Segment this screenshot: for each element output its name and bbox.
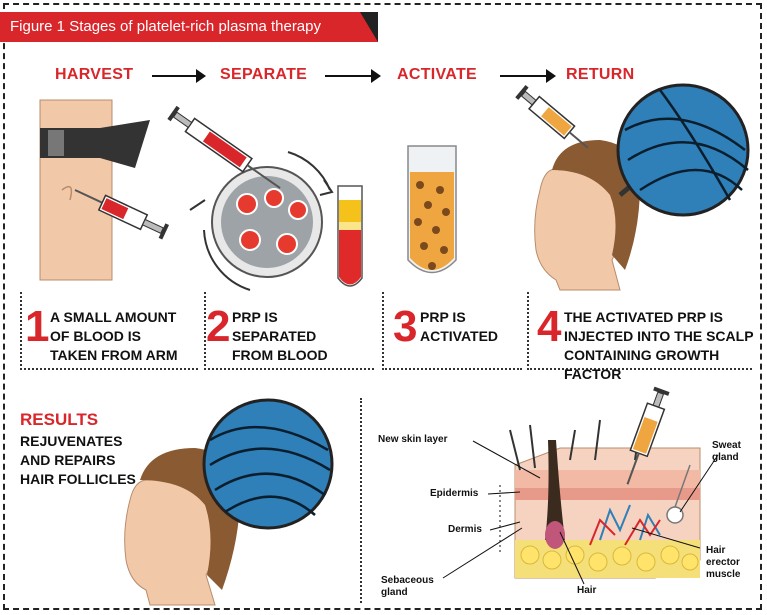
step-3-box <box>382 292 522 370</box>
test-tube-icon <box>407 145 457 274</box>
step-1-number: 1 <box>25 302 50 351</box>
step-4-box <box>527 292 752 370</box>
label-epidermis: Epidermis <box>430 488 479 499</box>
syringe-icon <box>515 85 589 149</box>
magnifier-icon <box>616 83 750 217</box>
figure-title: Figure 1 Stages of platelet-rich plasma … <box>0 12 378 42</box>
magnifier-icon <box>202 398 334 530</box>
label-hair: Hair <box>577 585 597 596</box>
step-3-number: 3 <box>393 302 418 351</box>
skin-cross-section-icon <box>509 419 701 579</box>
label-new-skin-layer: New skin layer <box>378 434 448 445</box>
stage-arrow-3 <box>500 75 546 77</box>
syringe-icon <box>74 189 170 240</box>
stage-arrowhead-2 <box>371 69 381 83</box>
stage-separate: SEPARATE <box>220 66 308 83</box>
tourniquet-icon <box>40 120 150 168</box>
stage-harvest: HARVEST <box>55 66 134 83</box>
stage-activate: ACTIVATE <box>397 66 478 83</box>
step-2-box <box>204 292 374 370</box>
step-4-text: THE ACTIVATED PRP IS INJECTED INTO THE S… <box>564 309 754 382</box>
step-2-text: PRP IS SEPARATED FROM BLOOD <box>232 309 328 363</box>
label-hair-erector-muscle: Hair erector muscle <box>706 545 741 580</box>
test-tube-icon <box>337 185 363 287</box>
label-sebaceous-gland: Sebaceous gland <box>381 575 434 598</box>
stage-arrow-1 <box>152 75 196 77</box>
section-divider <box>360 398 362 603</box>
step-4-number: 4 <box>537 302 562 351</box>
step-1-box <box>20 292 198 370</box>
figure-frame <box>3 3 762 610</box>
circular-arrows-icon <box>189 151 334 291</box>
step-1-text: A SMALL AMOUNT OF BLOOD IS TAKEN FROM AR… <box>50 309 178 363</box>
results-title: RESULTS <box>20 410 99 429</box>
title-tab-corner <box>360 12 378 42</box>
syringe-icon <box>167 105 281 189</box>
stage-arrowhead-3 <box>546 69 556 83</box>
results-text: REJUVENATES AND REPAIRS HAIR FOLLICLES <box>20 433 136 487</box>
stage-arrow-2 <box>325 75 371 77</box>
label-leader-lines <box>442 440 719 585</box>
syringe-icon <box>626 386 670 485</box>
stage-arrowhead-1 <box>196 69 206 83</box>
label-dermis: Dermis <box>448 524 482 535</box>
step-3-text: PRP IS ACTIVATED <box>420 309 499 344</box>
petri-dish-icon <box>211 166 323 278</box>
label-sweat-gland: Sweat gland <box>712 440 741 463</box>
head-profile-icon <box>534 140 640 291</box>
stage-return: RETURN <box>566 66 635 83</box>
step-2-number: 2 <box>206 302 231 351</box>
